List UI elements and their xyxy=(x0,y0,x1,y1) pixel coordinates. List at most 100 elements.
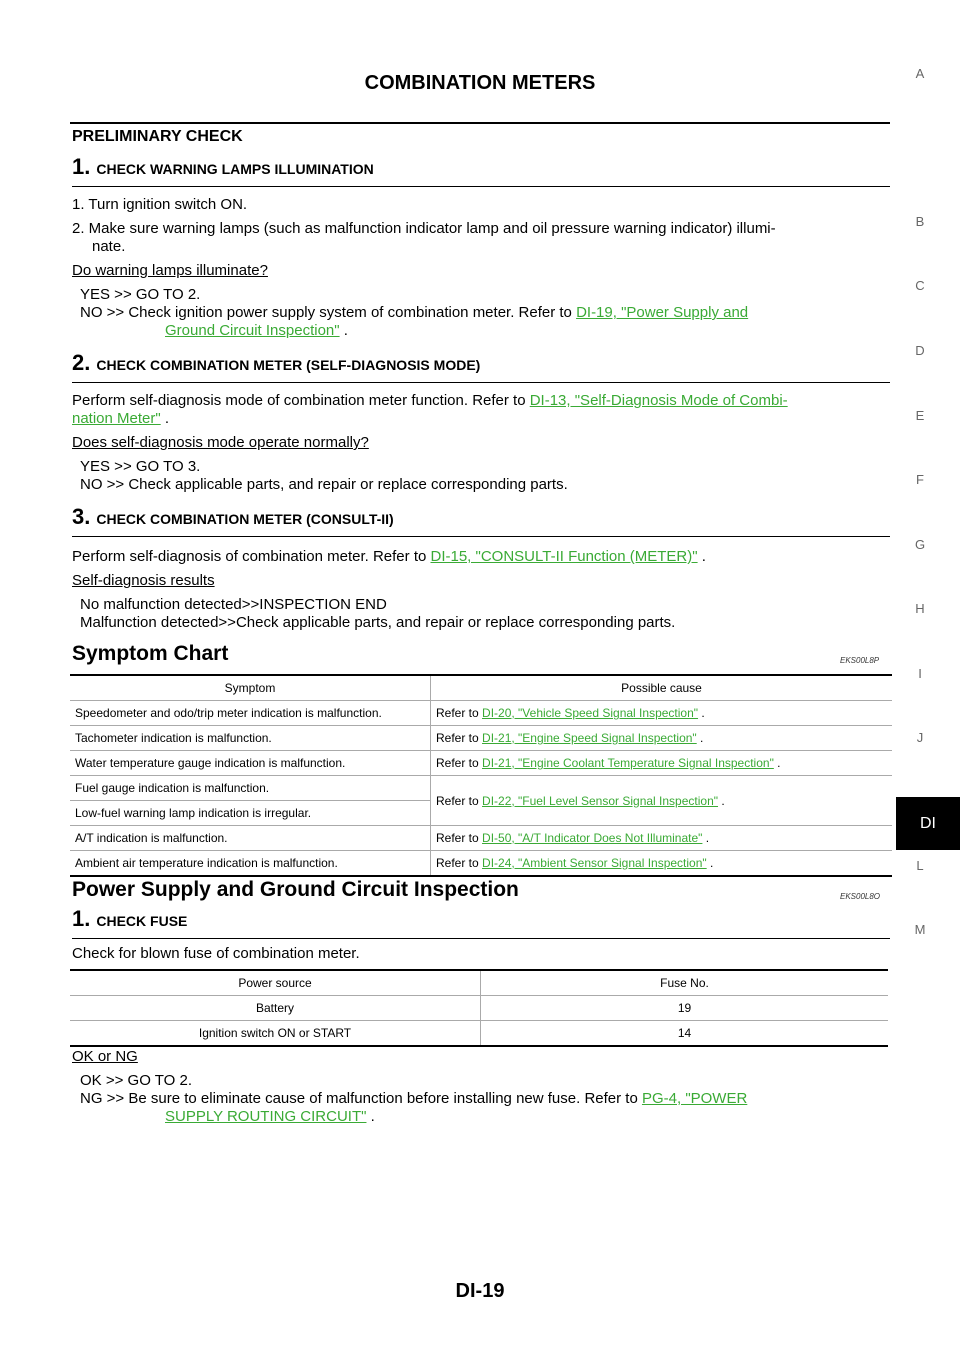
fuse-ng-cont: SUPPLY ROUTING CIRCUIT" . xyxy=(165,1108,375,1126)
cause-link[interactable]: DI-24, "Ambient Sensor Signal Inspection… xyxy=(482,856,707,870)
step-2-text-cont: nation Meter" . xyxy=(72,410,169,428)
link-self-diagnosis-2[interactable]: nation Meter" xyxy=(72,410,161,427)
step-title: CHECK FUSE xyxy=(96,913,188,929)
link-power-supply-1[interactable]: DI-19, "Power Supply and xyxy=(576,304,749,321)
power-supply-code: EKS00L8O xyxy=(840,892,881,901)
step-title: CHECK COMBINATION METER (SELF-DIAGNOSIS … xyxy=(96,357,481,373)
cause-cell: Refer to DI-24, "Ambient Sensor Signal I… xyxy=(431,851,893,877)
step-1-question: Do warning lamps illuminate? xyxy=(72,262,268,279)
link-self-diagnosis-1[interactable]: DI-13, "Self-Diagnosis Mode of Combi- xyxy=(529,392,788,409)
fuse-cell: 14 xyxy=(677,1026,692,1040)
symptom-chart-title: Symptom Chart xyxy=(72,642,229,665)
dot: . xyxy=(706,856,714,870)
refer-text: Refer to xyxy=(436,756,483,770)
symptom-cell: Water temperature gauge indication is ma… xyxy=(70,750,431,776)
side-index-e[interactable]: E xyxy=(915,408,925,423)
table-row: Ambient air temperature indication is ma… xyxy=(70,850,893,877)
preliminary-check-heading: PRELIMINARY CHECK xyxy=(72,128,243,145)
symptom-cell: Speedometer and odo/trip meter indicatio… xyxy=(70,700,431,726)
side-index-di-tab[interactable]: DI xyxy=(896,797,960,850)
side-index-j[interactable]: J xyxy=(916,730,924,745)
power-source-cell: Battery xyxy=(70,995,481,1021)
side-index-m[interactable]: M xyxy=(914,922,926,937)
header-symptom: Symptom xyxy=(70,675,431,701)
fuse-step-header: 1. CHECK FUSE xyxy=(72,906,890,939)
fuse-cell: 19 xyxy=(480,995,888,1021)
dot: . xyxy=(696,731,704,745)
side-index-c[interactable]: C xyxy=(915,278,925,293)
step-2-header: 2.CHECK COMBINATION METER (SELF-DIAGNOSI… xyxy=(72,350,890,383)
refer-text: Refer to xyxy=(436,731,483,745)
refer-text: Refer to xyxy=(436,793,483,808)
symptom-table: Symptom Possible cause Speedometer and o… xyxy=(70,674,892,877)
refer-text: Refer to xyxy=(436,856,483,870)
cause-cell: Refer to DI-50, "A/T Indicator Does Not … xyxy=(430,825,892,851)
link-pg4-1[interactable]: PG-4, "POWER xyxy=(641,1090,748,1107)
table-row: Fuel gauge indication is malfunction. Re… xyxy=(70,775,892,826)
step-3-text: Perform self-diagnosis of combination me… xyxy=(72,548,706,566)
step-3-result-2: Malfunction detected>>Check applicable p… xyxy=(80,614,676,631)
step-1-no-dot: . xyxy=(339,322,348,339)
fuse-ng-dot: . xyxy=(366,1108,375,1125)
step-1-item-2-cont: nate. xyxy=(92,238,126,255)
cause-link[interactable]: DI-22, "Fuel Level Sensor Signal Inspect… xyxy=(482,793,719,808)
step-number: 1. xyxy=(72,906,91,931)
side-index-d[interactable]: D xyxy=(915,343,925,358)
link-consult-ii[interactable]: DI-15, "CONSULT-II Function (METER)" xyxy=(430,548,698,565)
cause-cell: Refer to DI-22, "Fuel Level Sensor Signa… xyxy=(430,775,892,826)
symptom-cell: Tachometer indication is malfunction. xyxy=(70,725,431,751)
side-index-h[interactable]: H xyxy=(915,601,925,616)
step-title: CHECK COMBINATION METER (CONSULT-II) xyxy=(96,511,394,527)
step-3-results-heading: Self-diagnosis results xyxy=(72,572,215,589)
dot: . xyxy=(702,831,710,845)
step-1-no-cont: Ground Circuit Inspection" . xyxy=(165,322,348,340)
table-row: Battery 19 xyxy=(70,995,888,1021)
symptom-cell: Low-fuel warning lamp indication is irre… xyxy=(70,800,431,826)
table-header-row: Symptom Possible cause xyxy=(70,675,892,701)
refer-text: Refer to xyxy=(436,831,483,845)
fuse-ng: NG >> Be sure to eliminate cause of malf… xyxy=(80,1090,747,1108)
side-index-g[interactable]: G xyxy=(914,537,926,552)
power-source-cell: Ignition switch ON or START xyxy=(70,1020,481,1046)
symptom-chart-code: EKS00L8P xyxy=(840,656,880,665)
symptom-cell: Fuel gauge indication is malfunction. xyxy=(70,775,431,801)
side-index-b[interactable]: B xyxy=(915,214,925,229)
refer-text: Refer to xyxy=(436,706,483,720)
step-title: CHECK WARNING LAMPS ILLUMINATION xyxy=(96,161,374,177)
page-number: DI-19 xyxy=(455,1280,505,1302)
step-2-yes: YES >> GO TO 3. xyxy=(80,458,201,475)
table-row: Water temperature gauge indication is ma… xyxy=(70,750,892,776)
title-rule xyxy=(70,122,890,124)
step-2-text-lead: Perform self-diagnosis mode of combinati… xyxy=(72,392,530,409)
step-3-header: 3. CHECK COMBINATION METER (CONSULT-II) xyxy=(72,504,890,537)
fuse-question: OK or NG xyxy=(72,1048,138,1065)
side-index-l[interactable]: L xyxy=(916,858,924,873)
cause-link[interactable]: DI-20, "Vehicle Speed Signal Inspection" xyxy=(482,706,699,720)
step-2-dot: . xyxy=(160,410,170,427)
table-row: A/T indication is malfunction. Refer to … xyxy=(70,825,892,851)
side-index-a[interactable]: A xyxy=(915,66,925,81)
step-number: 1. xyxy=(72,154,91,179)
step-3-result-1: No malfunction detected>>INSPECTION END xyxy=(80,596,387,613)
side-index-i[interactable]: I xyxy=(918,666,922,681)
step-1-no: NO >> Check ignition power supply system… xyxy=(80,304,748,322)
step-3-dot: . xyxy=(697,548,706,565)
page-title: COMBINATION METERS xyxy=(364,72,596,94)
fuse-table: Power source Fuse No. Battery 19 Ignitio… xyxy=(70,969,888,1047)
fuse-ok: OK >> GO TO 2. xyxy=(80,1072,192,1089)
link-power-supply-2[interactable]: Ground Circuit Inspection" xyxy=(165,322,340,339)
cause-cell: Refer to DI-21, "Engine Speed Signal Ins… xyxy=(430,725,892,751)
symptom-cell: A/T indication is malfunction. xyxy=(70,825,431,851)
step-number: 3. xyxy=(72,504,91,529)
cause-link[interactable]: DI-21, "Engine Coolant Temperature Signa… xyxy=(482,756,774,770)
side-index-f[interactable]: F xyxy=(916,472,924,487)
header-fuse-no: Fuse No. xyxy=(480,970,888,996)
header-possible-cause: Possible cause xyxy=(430,675,892,701)
cause-link[interactable]: DI-21, "Engine Speed Signal Inspection" xyxy=(482,731,697,745)
step-1-yes: YES >> GO TO 2. xyxy=(80,286,201,303)
dot: . xyxy=(698,706,705,720)
fuse-ng-text: NG >> Be sure to eliminate cause of malf… xyxy=(80,1090,642,1107)
link-pg4-2[interactable]: SUPPLY ROUTING CIRCUIT" xyxy=(165,1108,367,1125)
step-3-text-lead: Perform self-diagnosis of combination me… xyxy=(72,548,431,565)
cause-link[interactable]: DI-50, "A/T Indicator Does Not Illuminat… xyxy=(482,831,703,845)
